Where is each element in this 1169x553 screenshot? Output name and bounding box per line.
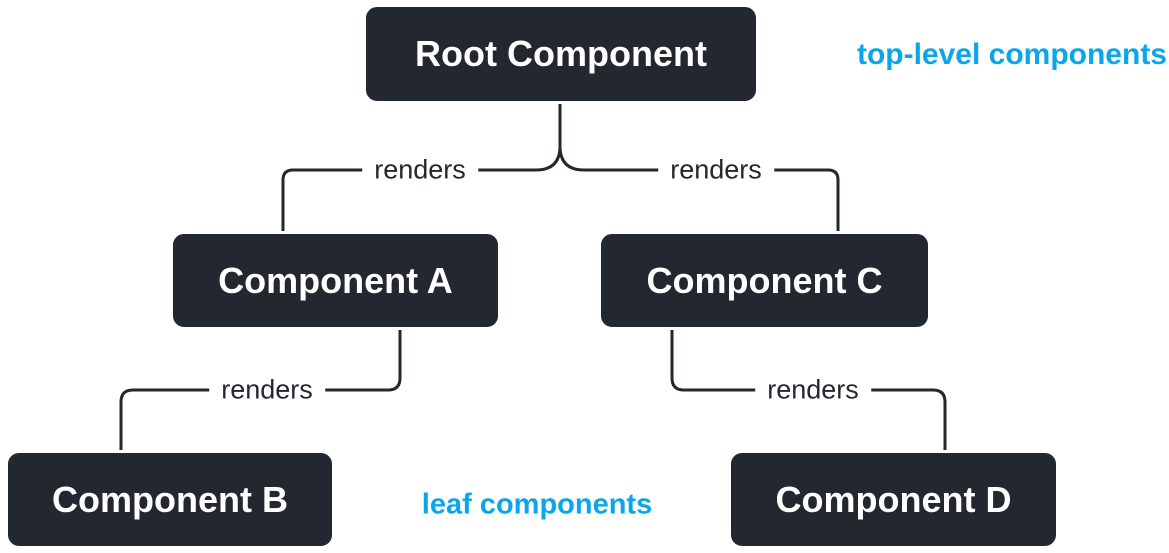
node-root-component-label: Root Component (415, 33, 707, 74)
node-component-b: Component B (5, 450, 335, 549)
node-component-b-label: Component B (52, 478, 288, 520)
edge-label-root-renders-a: renders (362, 152, 478, 188)
node-component-d-label: Component D (775, 478, 1012, 520)
node-component-c: Component C (598, 231, 931, 330)
node-component-d: Component D (728, 450, 1059, 549)
annotation-leaf-components: leaf components (421, 488, 653, 521)
node-component-a: Component A (170, 231, 501, 330)
edge-label-root-renders-c: renders (658, 152, 774, 188)
node-component-c-label: Component C (646, 259, 883, 301)
node-root-component: Root Component (363, 4, 759, 104)
edge-label-a-renders-b: renders (209, 372, 325, 408)
node-component-a-label: Component A (218, 259, 453, 301)
edge-label-c-renders-d: renders (755, 372, 871, 408)
annotation-top-level-components: top-level components (856, 38, 1167, 71)
